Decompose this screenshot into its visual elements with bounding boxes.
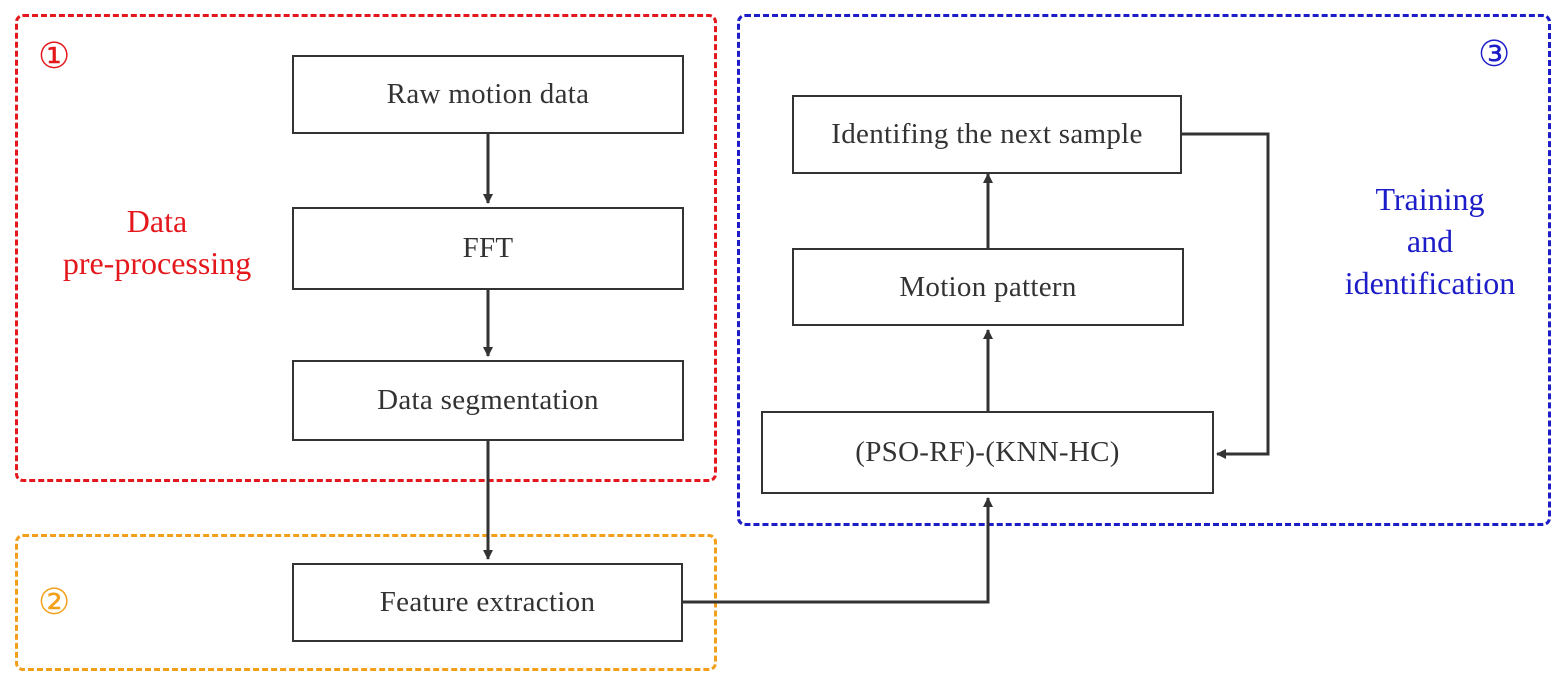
training-identification-label-line-1: Training <box>1375 181 1485 217</box>
data-preprocessing-label-line-2: pre-processing <box>62 245 252 281</box>
raw-motion-data-box: Raw motion data <box>292 55 684 134</box>
data-preprocessing-label: Data pre-processing <box>32 200 282 284</box>
training-identification-label: Training and identification <box>1320 178 1540 304</box>
region-training-identification <box>737 14 1551 526</box>
identifing-next-sample-box: Identifing the next sample <box>792 95 1182 174</box>
pso-rf-knn-hc-box: (PSO-RF)-(KNN-HC) <box>761 411 1214 494</box>
data-segmentation-box: Data segmentation <box>292 360 684 441</box>
training-identification-label-line-3: identification <box>1344 265 1516 301</box>
data-preprocessing-label-line-1: Data <box>126 203 188 239</box>
fft-box: FFT <box>292 207 684 290</box>
region-number-3: ③ <box>1478 34 1511 74</box>
feature-extraction-box: Feature extraction <box>292 563 683 642</box>
training-identification-label-line-2: and <box>1406 223 1454 259</box>
region-number-1: ① <box>38 36 71 76</box>
motion-pattern-box: Motion pattern <box>792 248 1184 326</box>
region-number-2: ② <box>38 582 71 622</box>
region-data-preprocessing <box>15 14 717 482</box>
